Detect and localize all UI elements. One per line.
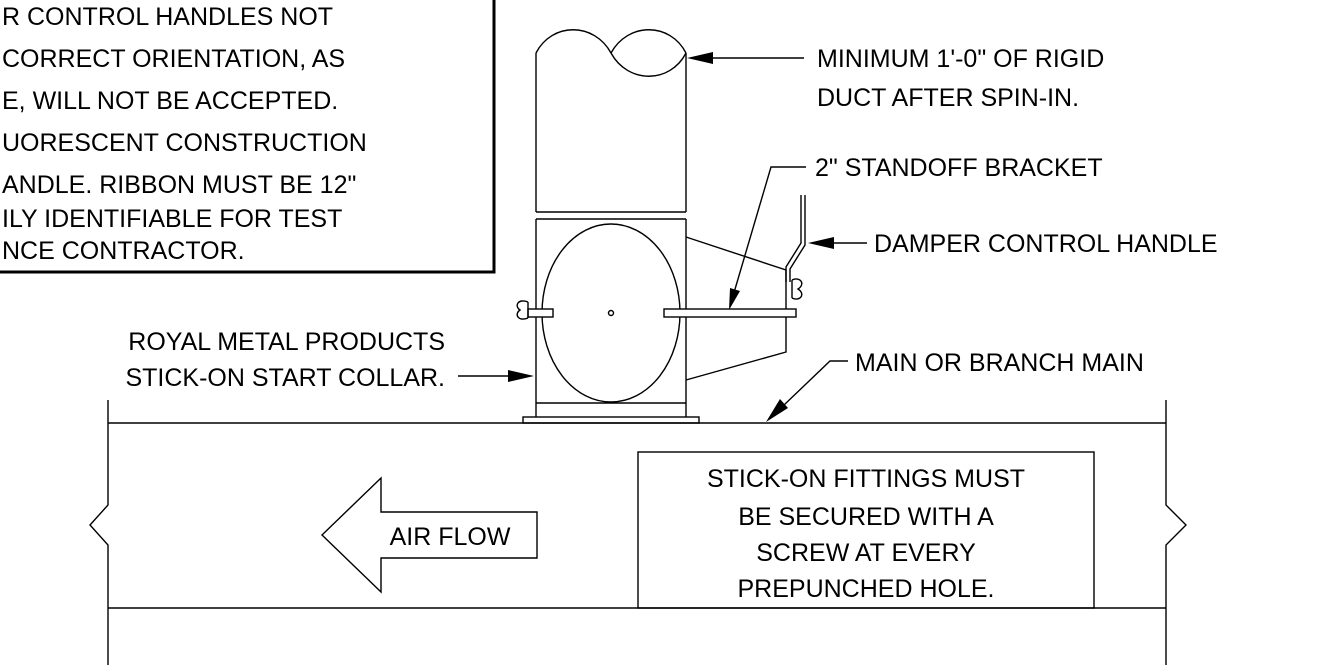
damper-shaft-point	[607, 309, 615, 317]
duct-left-break	[89, 400, 109, 665]
note-line-5: ANDLE. RIBBON MUST BE 12"	[2, 171, 356, 199]
air-flow-label: AIR FLOW	[390, 523, 511, 551]
note-line-3: E, WILL NOT BE ACCEPTED.	[2, 87, 338, 115]
air-flow-arrow: AIR FLOW	[320, 476, 538, 594]
air-flow-arrow-shape	[320, 476, 538, 594]
duct-right-break	[1165, 400, 1187, 665]
note-line-7: NCE CONTRACTOR.	[2, 237, 245, 265]
note-line-6: ILY IDENTIFIABLE FOR TEST	[2, 205, 342, 233]
left-shaft-bar	[527, 308, 554, 318]
standoff-bracket-bar	[663, 308, 797, 318]
callout-damper-handle: DAMPER CONTROL HANDLE	[808, 230, 1218, 258]
callout-standoff: 2" STANDOFF BRACKET	[729, 154, 1103, 310]
arrowhead-start-collar	[508, 370, 534, 382]
note-box: R CONTROL HANDLES NOT CORRECT ORIENTATIO…	[0, 0, 496, 274]
callout-main: MAIN OR BRANCH MAIN	[766, 349, 1144, 422]
arrowhead-damper-handle	[808, 237, 834, 249]
main-label: MAIN OR BRANCH MAIN	[855, 349, 1144, 377]
rigid-duct-line-1: MINIMUM 1'-0" OF RIGID	[817, 45, 1104, 73]
note-line-1: R CONTROL HANDLES NOT	[2, 3, 333, 31]
damper-handle-stroke-1	[785, 195, 802, 282]
callout-start-collar: ROYAL METAL PRODUCTS STICK-ON START COLL…	[125, 328, 534, 392]
arrowhead-main	[766, 399, 788, 422]
fittings-line-4: PREPUNCHED HOLE.	[738, 575, 995, 603]
flange-base	[522, 416, 700, 424]
right-wing-nut	[791, 278, 803, 300]
fittings-note-border	[637, 451, 1095, 609]
standoff-label: 2" STANDOFF BRACKET	[815, 154, 1103, 182]
fittings-note: STICK-ON FITTINGS MUST BE SECURED WITH A…	[637, 451, 1095, 609]
rigid-duct-line-2: DUCT AFTER SPIN-IN.	[817, 84, 1079, 112]
left-wing-nut	[516, 300, 529, 320]
callout-rigid-duct: MINIMUM 1'-0" OF RIGID DUCT AFTER SPIN-I…	[687, 45, 1104, 112]
fittings-line-1: STICK-ON FITTINGS MUST	[707, 465, 1025, 493]
leader-standoff	[732, 166, 806, 297]
note-box-border	[0, 0, 496, 274]
damper-handle-stroke-2	[789, 195, 806, 282]
arrowhead-rigid-duct	[687, 52, 713, 64]
fittings-line-3: SCREW AT EVERY	[756, 539, 976, 567]
fittings-line-2: BE SECURED WITH A	[738, 503, 994, 531]
arrowhead-standoff	[729, 288, 740, 310]
spin-in-fitting	[516, 29, 806, 424]
rigid-duct-break-upper	[610, 29, 687, 54]
note-line-4: UORESCENT CONSTRUCTION	[2, 129, 367, 157]
note-line-2: CORRECT ORIENTATION, AS	[2, 45, 345, 73]
leader-main	[783, 360, 848, 406]
damper-handle-label: DAMPER CONTROL HANDLE	[874, 230, 1218, 258]
start-collar-line-2: STICK-ON START COLLAR.	[125, 364, 445, 392]
start-collar-line-1: ROYAL METAL PRODUCTS	[128, 328, 445, 356]
damper-blade	[541, 223, 681, 403]
